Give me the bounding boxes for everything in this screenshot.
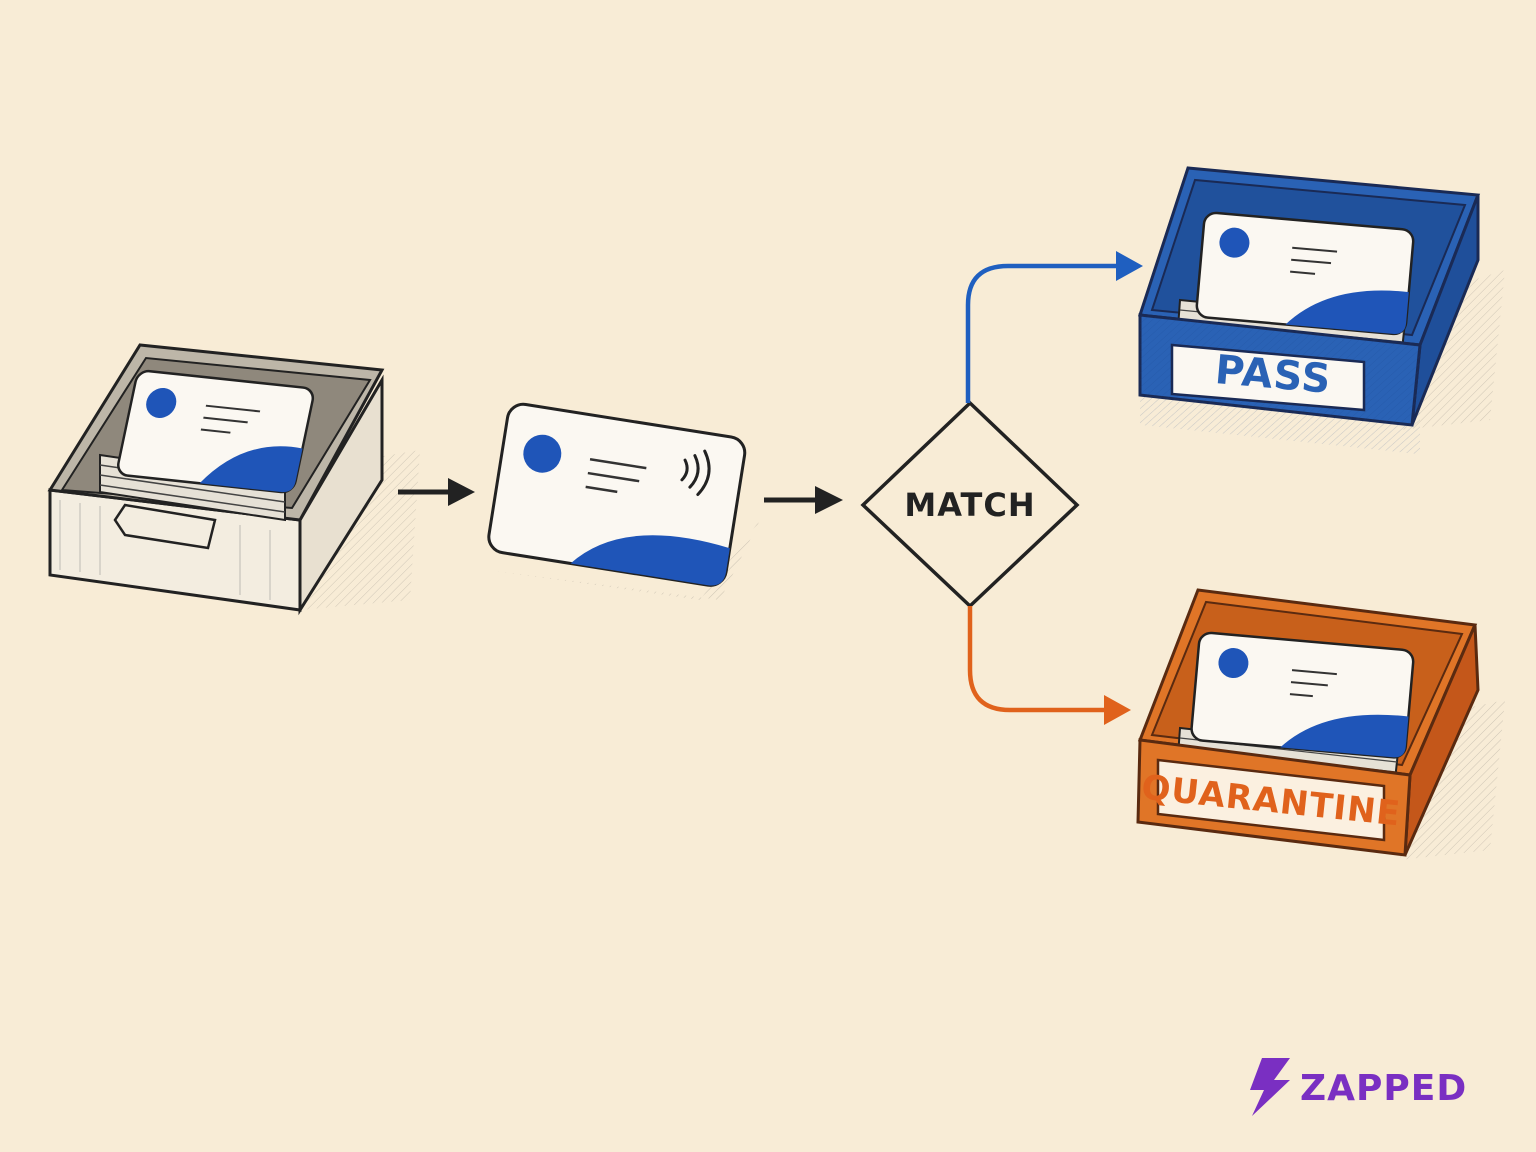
quarantine-card [1190, 631, 1415, 759]
input-card [117, 369, 315, 494]
decision-label: MATCH [904, 486, 1035, 524]
scanned-card [487, 402, 760, 600]
quarantine-branch-arrow [967, 606, 1131, 725]
lightning-bolt-icon [1250, 1058, 1290, 1116]
brand-name: ZAPPED [1300, 1068, 1467, 1109]
pass-card [1195, 211, 1415, 336]
flow-arrow-2 [764, 486, 843, 514]
pass-label: PASS [1213, 347, 1333, 403]
quarantine-tray: QUARANTINE [1136, 588, 1505, 860]
input-card-tray [47, 343, 420, 616]
photo-icon [1218, 648, 1249, 679]
brand-logo: ZAPPED [1250, 1058, 1467, 1116]
match-decision: MATCH [860, 400, 1080, 609]
contactless-icon [680, 449, 711, 497]
pass-tray: PASS [1137, 166, 1505, 455]
photo-icon [523, 434, 562, 473]
flow-arrow-1 [398, 478, 475, 506]
card-stack [99, 369, 315, 522]
photo-icon [146, 387, 177, 418]
photo-icon [1219, 227, 1250, 258]
pass-branch-arrow [965, 251, 1143, 403]
